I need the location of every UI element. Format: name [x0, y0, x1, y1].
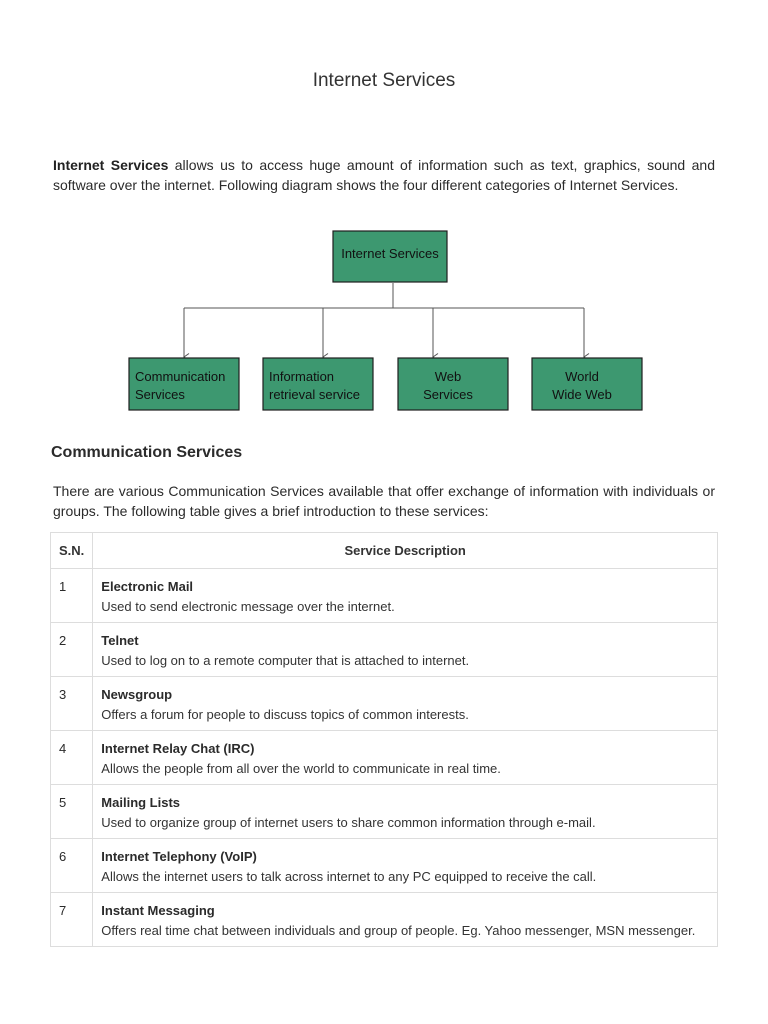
page-title: Internet Services [312, 70, 456, 91]
diagram-node-label: Wide Web [552, 387, 612, 402]
service-name: Internet Relay Chat (IRC) [101, 741, 255, 756]
table-row: 7 Instant Messaging Offers real time cha… [49, 892, 718, 947]
column-header-sn: S.N. [49, 532, 94, 569]
section-heading: Communication Services [51, 444, 243, 461]
intro-text: allows us to access huge amount of infor… [53, 157, 715, 193]
service-name: Electronic Mail [101, 579, 194, 594]
diagram-connectors [183, 283, 590, 361]
service-description: Used to organize group of internet users… [101, 815, 596, 830]
diagram-node-label: Information [269, 369, 334, 384]
table-header-row: S.N. Service Description [49, 532, 718, 569]
row-description: Telnet Used to log on to a remote comput… [92, 622, 718, 677]
row-sn: 4 [49, 730, 94, 785]
row-description: Internet Relay Chat (IRC) Allows the peo… [92, 730, 718, 785]
service-description: Allows the people from all over the worl… [101, 761, 501, 776]
service-description: Offers a forum for people to discuss top… [101, 707, 469, 722]
table-row: 1 Electronic Mail Used to send electroni… [49, 568, 718, 623]
diagram-node-information-retrieval: Information retrieval service [262, 357, 374, 411]
service-description: Used to send electronic message over the… [101, 599, 395, 614]
diagram-node-label: Web [435, 369, 462, 384]
row-sn: 6 [49, 838, 94, 893]
diagram-node-label: retrieval service [269, 387, 360, 402]
row-description: Newsgroup Offers a forum for people to d… [92, 676, 718, 731]
row-description: Instant Messaging Offers real time chat … [92, 892, 718, 947]
diagram-node-label: Services [423, 387, 473, 402]
intro-paragraph: Internet Services allows us to access hu… [53, 155, 715, 195]
diagram-node-world-wide-web: World Wide Web [531, 357, 643, 411]
service-description: Offers real time chat between individual… [101, 923, 696, 938]
table-row: 3 Newsgroup Offers a forum for people to… [49, 676, 718, 731]
service-description: Allows the internet users to talk across… [101, 869, 597, 884]
services-diagram: Internet Services Communication Services… [128, 230, 643, 411]
row-description: Mailing Lists Used to organize group of … [92, 784, 718, 839]
service-name: Instant Messaging [101, 903, 215, 918]
service-name: Internet Telephony (VoIP) [101, 849, 257, 864]
row-sn: 1 [49, 568, 94, 623]
table-row: 5 Mailing Lists Used to organize group o… [49, 784, 718, 839]
service-description: Used to log on to a remote computer that… [101, 653, 470, 668]
intro-bold-lead: Internet Services [53, 157, 169, 173]
row-sn: 3 [49, 676, 94, 731]
diagram-node-label: Communication [135, 369, 225, 384]
section-paragraph: There are various Communication Services… [53, 483, 715, 519]
service-name: Mailing Lists [101, 795, 181, 810]
diagram-node-label: World [565, 369, 599, 384]
row-sn: 7 [49, 892, 94, 947]
service-name: Telnet [101, 633, 139, 648]
row-description: Electronic Mail Used to send electronic … [92, 568, 718, 623]
row-description: Internet Telephony (VoIP) Allows the int… [92, 838, 718, 893]
diagram-root-node: Internet Services [332, 230, 448, 283]
column-header-description: Service Description [92, 532, 718, 569]
table-row: 4 Internet Relay Chat (IRC) Allows the p… [49, 730, 718, 785]
row-sn: 2 [49, 622, 94, 677]
table-row: 2 Telnet Used to log on to a remote comp… [49, 622, 718, 677]
services-table: S.N. Service Description 1 Electronic Ma… [49, 532, 718, 947]
diagram-node-label: Services [135, 387, 185, 402]
table-row: 6 Internet Telephony (VoIP) Allows the i… [49, 838, 718, 893]
service-name: Newsgroup [101, 687, 173, 702]
diagram-node-web-services: Web Services [397, 357, 509, 411]
diagram-root-label: Internet Services [341, 246, 439, 261]
row-sn: 5 [49, 784, 94, 839]
diagram-node-communication: Communication Services [128, 357, 240, 411]
